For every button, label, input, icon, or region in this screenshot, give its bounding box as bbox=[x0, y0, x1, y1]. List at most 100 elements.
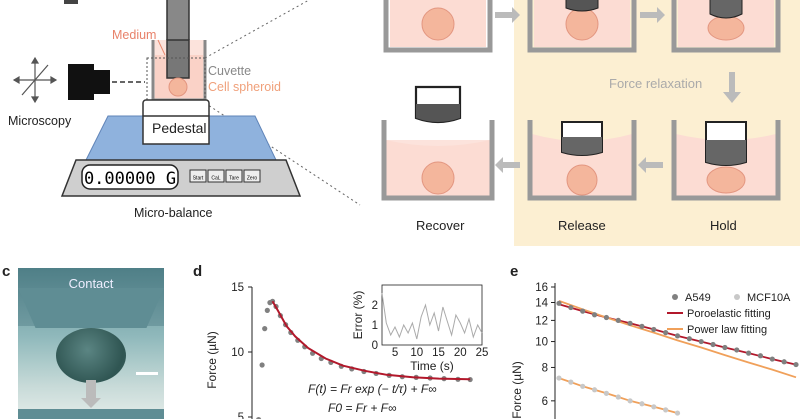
inset-ytick-label-2: 2 bbox=[372, 300, 378, 312]
chart-e-a549-point-12 bbox=[698, 338, 704, 345]
cuvette-recover bbox=[381, 120, 495, 201]
probe-tip-shadow bbox=[18, 288, 164, 328]
inset-ylabel: Error (%) bbox=[351, 291, 365, 340]
chart-e-a549-point-19 bbox=[781, 359, 787, 365]
chart-e-a549-point-1 bbox=[568, 304, 574, 311]
chart-e-mcf10a-point-9 bbox=[663, 407, 669, 413]
inset-error-line bbox=[381, 292, 483, 340]
chart-e-ylabel: Force (µN) bbox=[510, 361, 524, 419]
chart-d-point-3 bbox=[264, 307, 270, 313]
inset-xtick-label-10: 10 bbox=[410, 347, 423, 359]
chart-e-a549-point-16 bbox=[746, 350, 752, 356]
next-frame-strip bbox=[18, 409, 164, 419]
balance-display bbox=[81, 164, 179, 190]
arrow-right-1 bbox=[495, 7, 520, 23]
equation-2: F0 = Fr + F∞ bbox=[328, 401, 397, 415]
microscopy-label: Microscopy bbox=[8, 114, 72, 128]
step-hold: Hold bbox=[710, 218, 737, 233]
chart-e-a549-point-11 bbox=[686, 336, 692, 342]
chart-e-a549-point-3 bbox=[591, 312, 598, 318]
microbalance-label: Micro-balance bbox=[134, 206, 213, 220]
chart-e-mcf10a-point-0 bbox=[556, 375, 562, 381]
cuvette-top-2 bbox=[527, 0, 637, 53]
force-relaxation-label: Force relaxation bbox=[609, 76, 703, 91]
chart-d-point-1 bbox=[259, 362, 265, 368]
camera-body bbox=[68, 64, 94, 100]
medium-label: Medium bbox=[112, 28, 157, 42]
chart-e-mcf10a-point-7 bbox=[639, 401, 645, 407]
display-value: 0.00000 G bbox=[84, 169, 176, 189]
chart-d-ylabel: Force (µN) bbox=[205, 331, 219, 389]
chart-e-a549-point-18 bbox=[769, 356, 775, 362]
chart-e-a549-point-14 bbox=[722, 344, 728, 351]
btn-start-text: Start bbox=[193, 176, 204, 182]
chart-e-a549-point-17 bbox=[757, 353, 764, 359]
chart-e-ytick-label-10: 10 bbox=[535, 337, 548, 349]
chart-e-a549-point-9 bbox=[663, 330, 669, 336]
balance-button-tare[interactable] bbox=[225, 169, 243, 183]
cuvette-top-1 bbox=[383, 0, 493, 53]
panel-c-letter: c bbox=[2, 263, 11, 280]
chart-e-a549-point-10 bbox=[674, 333, 681, 339]
chart-e-ytick-label-6: 6 bbox=[542, 396, 548, 408]
chart-e-mcf10a-point-4 bbox=[603, 390, 609, 396]
legend-mcf10a-label: MCF10A bbox=[747, 292, 791, 304]
legend-a549-marker bbox=[672, 294, 678, 300]
zoom-line-top bbox=[204, 0, 311, 59]
scale-bar bbox=[136, 372, 158, 375]
cell-spheroid-label: Cell spheroid bbox=[208, 80, 281, 94]
balance-button-start[interactable] bbox=[189, 169, 207, 183]
spheroid-photo bbox=[56, 328, 126, 383]
photo-arrow-shaft bbox=[86, 380, 96, 400]
axis-cross-icon bbox=[12, 56, 58, 104]
btn-tare-text: Tare bbox=[229, 176, 239, 182]
medium-pointer bbox=[157, 39, 166, 56]
chart-e-mcf10a-point-8 bbox=[651, 404, 657, 410]
inset-xlabel: Time (s) bbox=[410, 359, 454, 373]
chart-e-mcf10a-point-2 bbox=[580, 383, 586, 389]
balance-button-zero[interactable] bbox=[243, 169, 261, 183]
chart-e-ytick-label-8: 8 bbox=[542, 362, 548, 374]
top-left-fragment bbox=[64, 0, 78, 4]
legend-mcf10a-marker bbox=[734, 294, 740, 300]
probe-free-tip bbox=[416, 104, 460, 122]
cuvette-top-3 bbox=[671, 0, 781, 53]
cell-spheroid bbox=[168, 77, 188, 97]
chart-d-ytick-label-10: 10 bbox=[231, 347, 244, 359]
inset-xtick-label-15: 15 bbox=[432, 347, 445, 359]
legend-poro-label: Poroelastic fitting bbox=[687, 308, 771, 320]
arrow-right-2 bbox=[640, 7, 665, 23]
inset-ytick-label-1: 1 bbox=[372, 320, 378, 332]
chart-e-a549-point-4 bbox=[603, 314, 609, 321]
chart-e-a549-point-6 bbox=[627, 320, 633, 326]
inset-frame bbox=[381, 284, 483, 346]
inset-xtick-label-25: 25 bbox=[476, 347, 489, 359]
btn-cal-text: CaL bbox=[211, 176, 220, 182]
legend-a549-label: A549 bbox=[685, 292, 711, 304]
chart-e-mcf10a-point-6 bbox=[627, 398, 633, 404]
balance-button-cal[interactable] bbox=[207, 169, 225, 183]
cuvette-label: Cuvette bbox=[208, 64, 252, 78]
legend-power-label: Power law fitting bbox=[687, 324, 767, 336]
panel-d-letter: d bbox=[193, 263, 203, 280]
micrograph: Contact bbox=[18, 268, 164, 419]
btn-zero-text: Zero bbox=[247, 176, 258, 182]
chart-e-a549-point-8 bbox=[651, 326, 657, 333]
cuvette-hold bbox=[671, 120, 781, 201]
chart-e-a549-point-20 bbox=[793, 361, 799, 368]
step-release: Release bbox=[558, 218, 606, 233]
step-recover: Recover bbox=[416, 218, 465, 233]
cuvette-release bbox=[527, 120, 637, 201]
chart-e-mcf10a-point-10 bbox=[674, 410, 681, 416]
inset-xtick-label-5: 5 bbox=[392, 347, 398, 359]
chart-e-mcf10a-point-5 bbox=[615, 394, 621, 400]
pedestal-label: Pedestal bbox=[152, 120, 207, 136]
camera-lens bbox=[94, 70, 110, 94]
arrow-left-1 bbox=[638, 157, 663, 173]
contact-label: Contact bbox=[68, 276, 114, 291]
chart-e-a549-point-7 bbox=[639, 323, 645, 329]
